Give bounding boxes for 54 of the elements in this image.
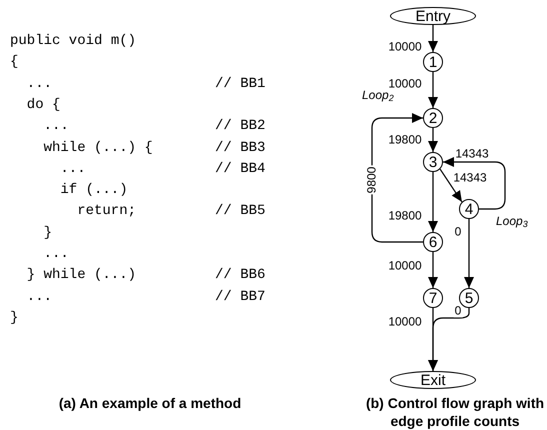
loop-label: Loop$_{2}$ bbox=[362, 88, 394, 102]
edge-label: 19800 bbox=[387, 210, 423, 222]
block-circle: 7 bbox=[423, 288, 443, 308]
edge-label: 0 bbox=[454, 226, 462, 238]
code-line: ... bbox=[60, 160, 86, 178]
code-comment: // BB3 bbox=[215, 138, 266, 156]
code-comment: // BB1 bbox=[215, 74, 266, 93]
edge-label: 10000 bbox=[387, 260, 423, 272]
code-line: ... bbox=[44, 117, 69, 136]
code-line: ... bbox=[26, 74, 52, 93]
code-line: ... bbox=[26, 288, 52, 306]
code-comment: // BB6 bbox=[215, 266, 266, 284]
code-line: public void m() bbox=[10, 32, 136, 50]
code-line: } bbox=[10, 308, 18, 327]
edge-label: 14343 bbox=[452, 172, 488, 184]
code-comment: // BB2 bbox=[215, 117, 266, 136]
edge-label: 10000 bbox=[387, 316, 423, 328]
terminal-ellipse: Exit bbox=[390, 371, 476, 389]
edge-label: 0 bbox=[454, 304, 462, 318]
block-circle: 2 bbox=[423, 108, 443, 128]
code-line: return; bbox=[77, 202, 136, 220]
code-line: while (...) { bbox=[44, 138, 153, 156]
block-circle: 6 bbox=[423, 232, 443, 252]
code-line: { bbox=[10, 53, 18, 72]
code-line: } while (...) bbox=[26, 266, 136, 284]
edge-label: 19800 bbox=[387, 134, 423, 146]
code-line: if (...) bbox=[60, 181, 128, 200]
loop-label: Loop$_{3}$ bbox=[496, 214, 528, 228]
terminal-ellipse: Entry bbox=[390, 7, 476, 25]
subfigure-caption: (b) Control flow graph with edge profile counts bbox=[364, 394, 546, 430]
edge-label: 14343 bbox=[454, 148, 490, 160]
arrow bbox=[428, 128, 438, 152]
arrow bbox=[443, 157, 506, 210]
edge-label: 10000 bbox=[387, 78, 423, 90]
arrow bbox=[428, 252, 438, 288]
arrow bbox=[464, 219, 474, 288]
code-line: } bbox=[44, 224, 52, 242]
arrow bbox=[428, 25, 438, 52]
arrow bbox=[428, 172, 438, 232]
block-circle: 3 bbox=[423, 152, 443, 172]
arrow bbox=[440, 168, 462, 202]
block-circle: 1 bbox=[423, 52, 443, 72]
code-line: ... bbox=[44, 245, 69, 263]
code-line: do { bbox=[26, 96, 60, 114]
edge-label: 9800 bbox=[366, 166, 378, 194]
arrow bbox=[428, 308, 470, 371]
code-comment: // BB4 bbox=[215, 160, 266, 178]
block-circle: 4 bbox=[459, 199, 479, 219]
subfigure-caption: (a) An example of a method bbox=[58, 394, 242, 412]
code-comment: // BB7 bbox=[215, 288, 266, 306]
edge-label: 10000 bbox=[387, 40, 423, 54]
arrow bbox=[428, 72, 438, 108]
code-comment: // BB5 bbox=[215, 202, 266, 220]
block-circle: 5 bbox=[459, 288, 479, 308]
